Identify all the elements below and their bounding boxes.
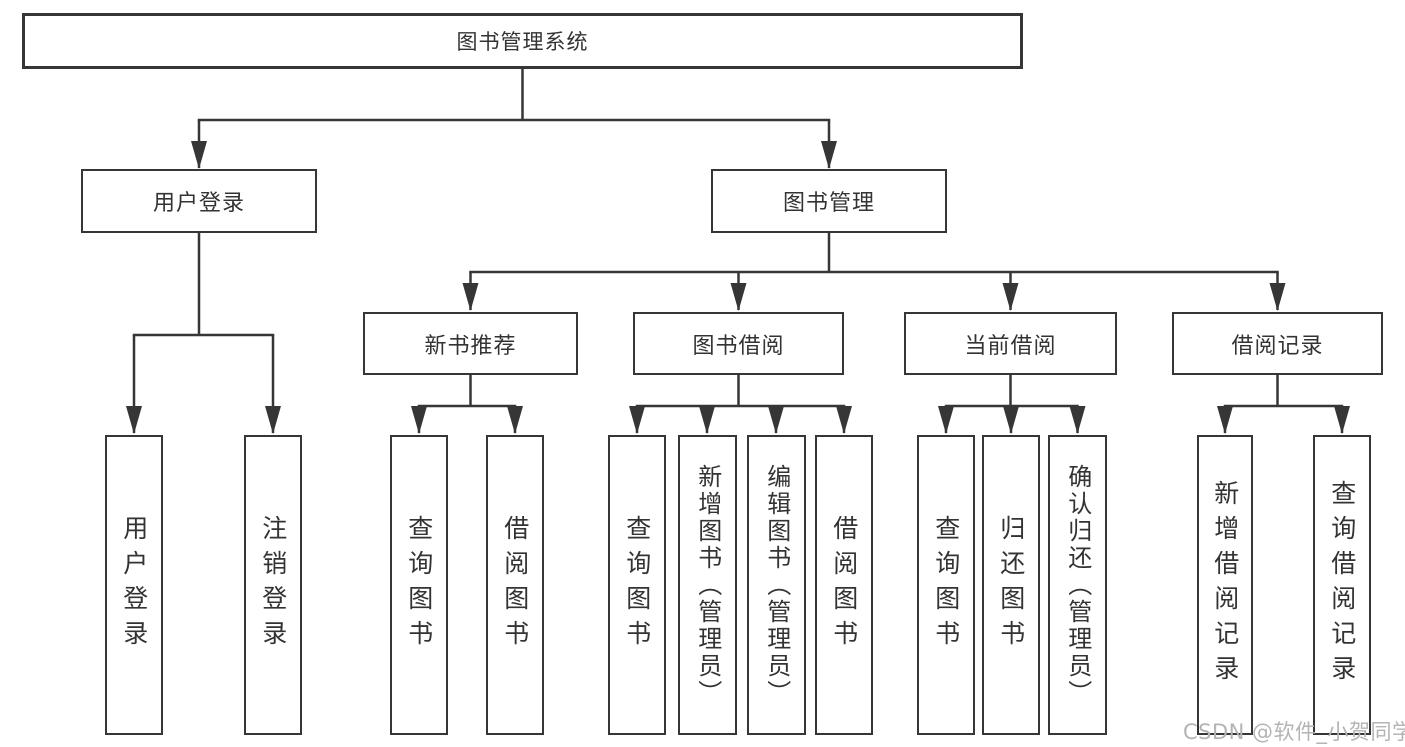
node-book-borrow-label: 图书借阅 [692, 333, 785, 359]
node-root-system: 图书管理系统 [22, 13, 1023, 69]
node-borrow-records-label: 借阅记录 [1231, 333, 1324, 359]
node-book-borrow: 图书借阅 [633, 312, 844, 375]
leaf-newbook-query-books: 查询图书 [390, 435, 448, 735]
leaf-current-query-books-label: 查询图书 [931, 515, 961, 655]
node-book-management: 图书管理 [711, 169, 947, 233]
leaf-borrow-add-books-admin: 新增图书（管理员） [678, 435, 737, 735]
leaf-borrow-query-books-label: 查询图书 [622, 515, 652, 655]
leaf-newbook-borrow-books: 借阅图书 [486, 435, 544, 735]
leaf-borrow-borrow-books: 借阅图书 [815, 435, 873, 735]
leaf-current-return-books: 归还图书 [982, 435, 1040, 735]
leaf-borrow-borrow-books-label: 借阅图书 [829, 515, 859, 655]
leaf-newbook-borrow-books-label: 借阅图书 [500, 515, 530, 655]
leaf-records-query-record-label: 查询借阅记录 [1327, 480, 1357, 690]
node-current-borrow-label: 当前借阅 [964, 333, 1057, 359]
node-user-login-label: 用户登录 [152, 191, 245, 216]
leaf-borrow-add-books-admin-label: 新增图书（管理员） [693, 463, 722, 707]
leaf-borrow-edit-books-admin: 编辑图书（管理员） [747, 435, 806, 735]
watermark: CSDN @软件_小贺同学 [1183, 720, 1405, 744]
leaf-borrow-query-books: 查询图书 [608, 435, 666, 735]
leaf-newbook-query-books-label: 查询图书 [404, 515, 434, 655]
leaf-user-login-label: 用户登录 [119, 515, 149, 655]
leaf-borrow-edit-books-admin-label: 编辑图书（管理员） [762, 463, 791, 707]
node-new-book-recommend-label: 新书推荐 [424, 333, 517, 359]
leaf-current-query-books: 查询图书 [917, 435, 975, 735]
node-root-system-label: 图书管理系统 [456, 30, 589, 54]
leaf-logout: 注销登录 [244, 435, 302, 735]
leaf-records-add-record: 新增借阅记录 [1197, 435, 1253, 735]
node-current-borrow: 当前借阅 [904, 312, 1117, 375]
leaf-logout-label: 注销登录 [258, 515, 288, 655]
node-user-login: 用户登录 [81, 169, 317, 233]
leaf-current-return-books-label: 归还图书 [996, 515, 1026, 655]
leaf-records-query-record: 查询借阅记录 [1313, 435, 1371, 735]
leaf-current-confirm-return-admin-label: 确认归还（管理员） [1063, 463, 1092, 707]
node-book-management-label: 图书管理 [782, 191, 875, 216]
leaf-current-confirm-return-admin: 确认归还（管理员） [1048, 435, 1107, 735]
leaf-user-login: 用户登录 [105, 435, 163, 735]
node-new-book-recommend: 新书推荐 [363, 312, 578, 375]
leaf-records-add-record-label: 新增借阅记录 [1210, 480, 1240, 690]
node-borrow-records: 借阅记录 [1172, 312, 1383, 375]
